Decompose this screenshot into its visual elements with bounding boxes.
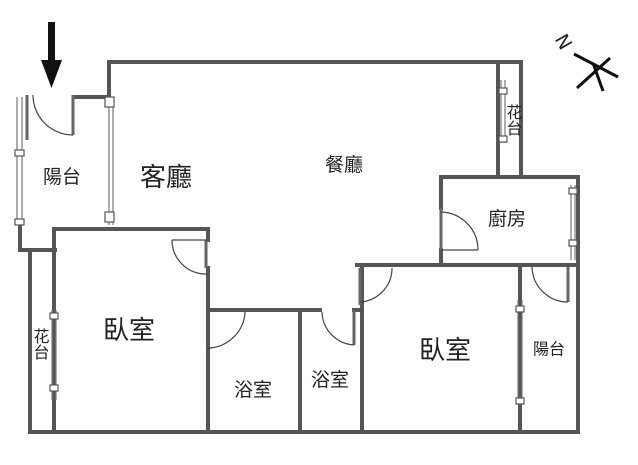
door-bedroom-left bbox=[171, 239, 208, 275]
label-bedroom-left: 臥室 bbox=[103, 316, 155, 346]
door-kitchen bbox=[439, 210, 479, 251]
door-bathroom-right bbox=[321, 310, 356, 346]
door-entrance bbox=[32, 94, 75, 136]
entrance-arrow-icon bbox=[41, 22, 62, 88]
door-bathroom-left bbox=[206, 311, 246, 349]
label-balcony-west: 陽台 bbox=[43, 166, 81, 188]
door-bedroom-right bbox=[358, 267, 393, 305]
north-arrow-icon: N bbox=[550, 30, 619, 92]
label-bathroom-left: 浴室 bbox=[234, 379, 272, 401]
label-bedroom-right: 臥室 bbox=[419, 336, 471, 366]
label-planter-left: 花台 bbox=[31, 328, 50, 360]
label-living-room: 客廳 bbox=[140, 163, 192, 193]
door-balcony-east bbox=[531, 266, 570, 303]
label-dining-room: 餐廳 bbox=[325, 154, 363, 176]
exterior-walls bbox=[18, 60, 580, 434]
label-planter-right: 花台 bbox=[504, 104, 523, 136]
label-kitchen: 廚房 bbox=[488, 207, 526, 230]
label-balcony-east: 陽台 bbox=[533, 340, 565, 359]
window-posts bbox=[14, 87, 578, 405]
label-bathroom-right: 浴室 bbox=[311, 369, 349, 391]
compass-north-label: N bbox=[550, 30, 576, 53]
window-lines bbox=[16, 80, 576, 405]
